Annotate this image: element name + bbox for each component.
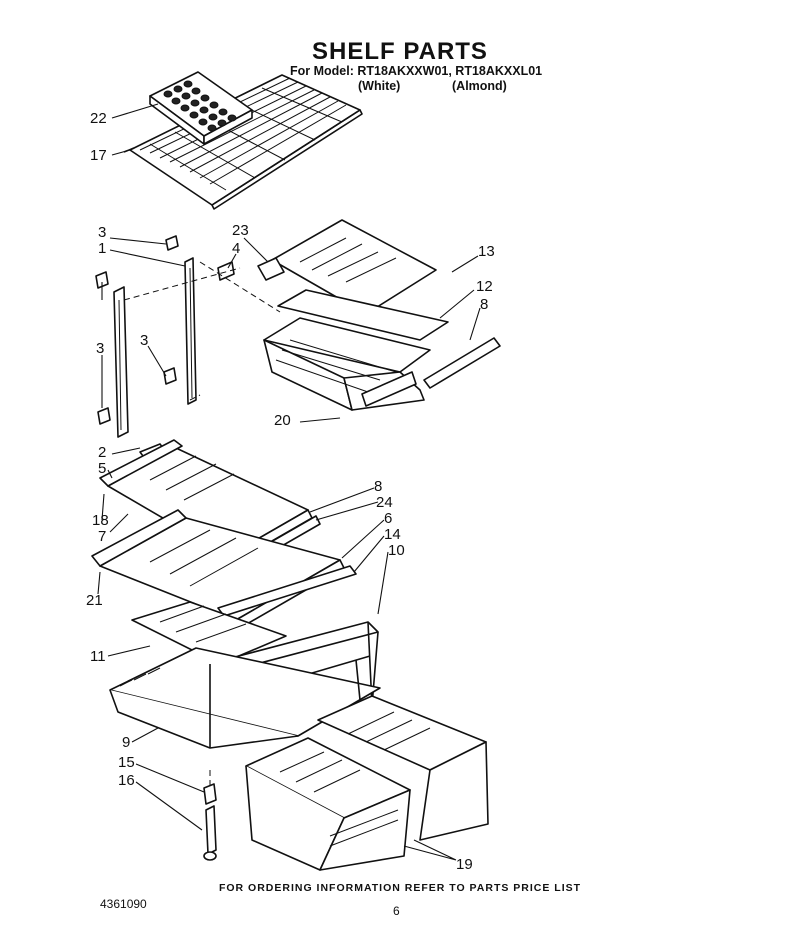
callout-7: 7 [98,528,107,545]
ordering-note: FOR ORDERING INFORMATION REFER TO PARTS … [218,882,582,894]
callout-8-middle: 8 [374,478,383,495]
shelf-ladder-tracks [95,235,281,461]
callout-23: 23 [232,222,249,239]
callout-13: 13 [478,243,495,260]
callout-19: 19 [456,856,473,873]
callout-11: 11 [90,648,106,665]
callout-8-upper: 8 [480,296,489,313]
callout-6: 6 [384,510,393,527]
callout-leader-lines [97,103,481,861]
callout-5: 5 [98,460,107,477]
glass-shelf-assemblies [91,439,357,629]
callout-2: 2 [98,444,107,461]
roller-and-handle-parts [203,770,217,861]
variant-almond: (Almond) [452,79,507,93]
bottom-crisper-bins [245,695,489,871]
page-number: 6 [393,904,400,918]
document-number: 4361090 [100,897,147,911]
callout-10: 10 [388,542,405,559]
model-line: For Model: RT18AKXXW01, RT18AKXXL01 [290,64,543,78]
callout-16: 16 [118,772,135,789]
ice-tray [149,71,253,145]
callout-1: 1 [98,240,107,257]
callout-3-left: 3 [96,340,105,357]
variant-white: (White) [358,79,401,93]
callout-14: 14 [384,526,401,543]
callout-4: 4 [232,240,241,257]
upper-crisper-assembly [257,219,501,411]
callout-12: 12 [476,278,493,295]
callout-9: 9 [122,734,131,751]
callout-3-top: 3 [98,224,107,241]
page-title: SHELF PARTS [312,38,488,65]
callout-17: 17 [90,147,107,164]
callout-24: 24 [376,494,393,511]
callout-20: 20 [274,412,291,429]
callout-18: 18 [92,512,109,529]
callout-3-mid: 3 [140,332,149,349]
callout-22: 22 [90,110,107,127]
crisper-cover-frame [109,601,381,749]
callout-15: 15 [118,754,135,771]
callout-21: 21 [86,592,103,609]
